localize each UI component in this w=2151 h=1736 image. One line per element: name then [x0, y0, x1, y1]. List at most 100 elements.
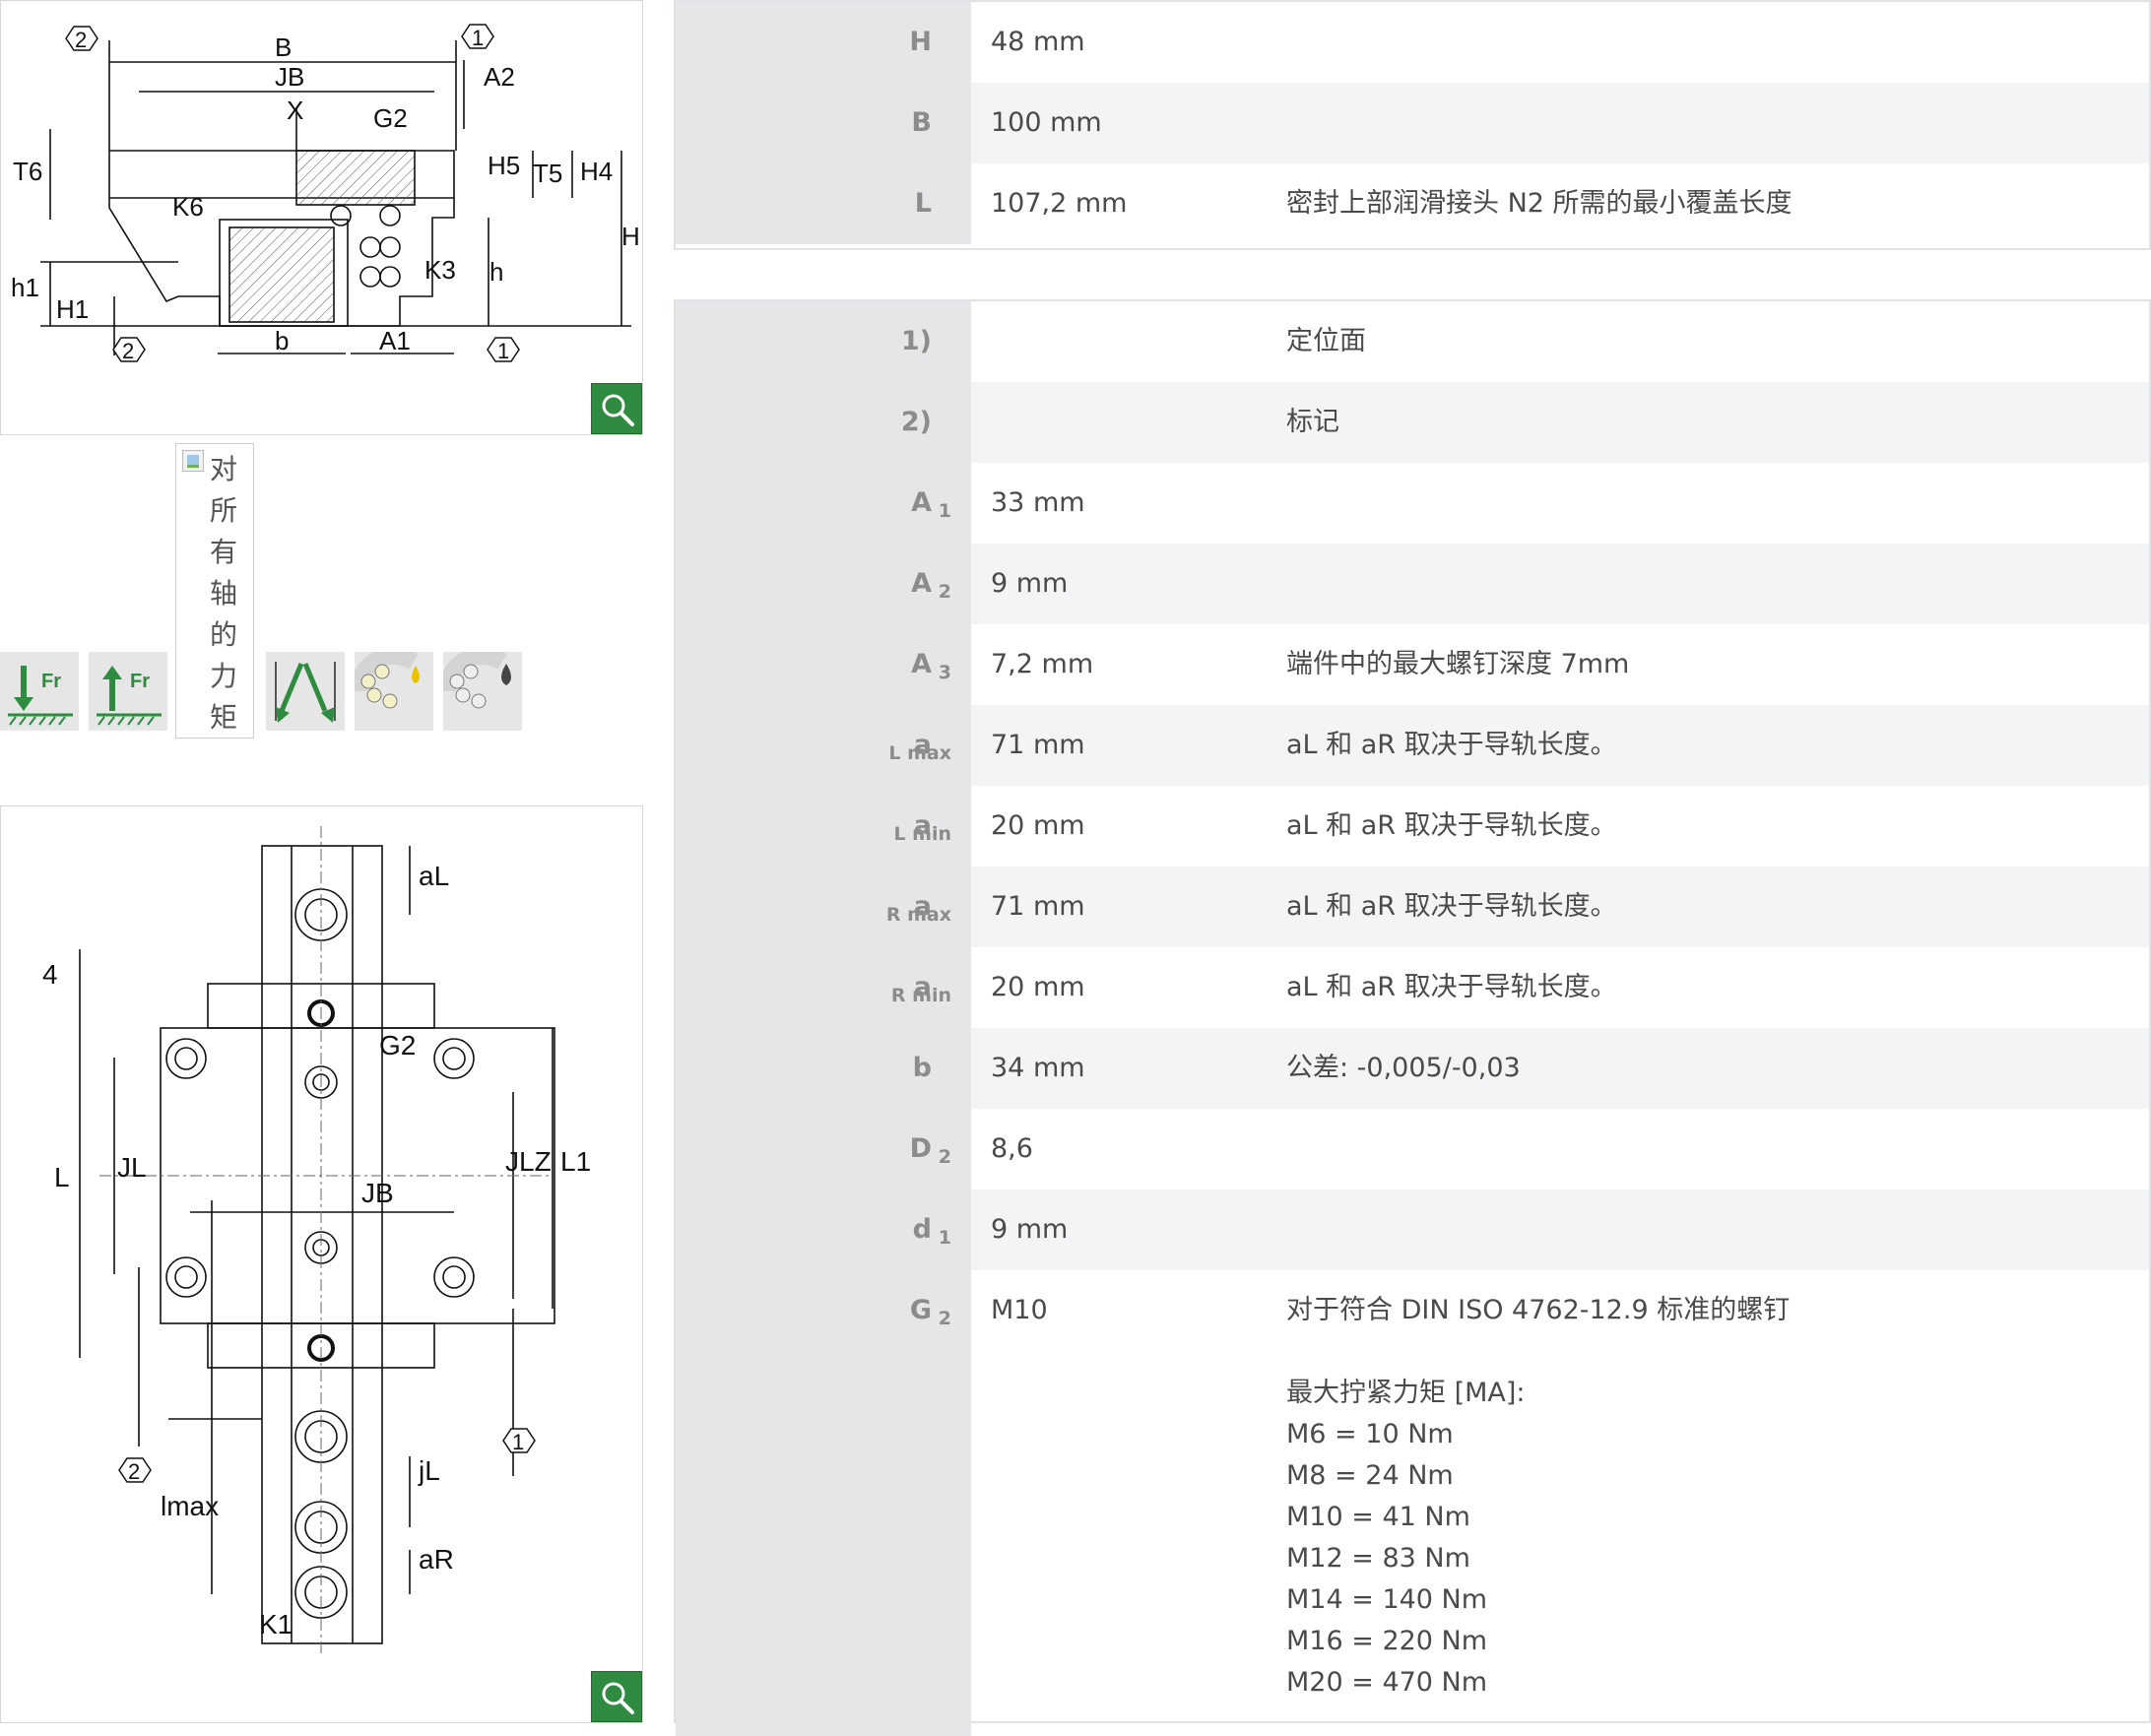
param-value: M10	[991, 1295, 1048, 1325]
param-value: 48 mm	[991, 27, 1085, 57]
label-aR: aR	[419, 1544, 454, 1575]
bearing-oil-icon[interactable]	[355, 652, 433, 731]
param-key-main: a	[913, 891, 932, 922]
marker-1-top: 1	[472, 26, 484, 50]
note-line: M20 = 470 Nm	[1286, 1667, 1488, 1698]
marker-2-bottom: 2	[122, 339, 134, 363]
table-row: 2) 标记	[676, 382, 2149, 463]
param-key-main: A	[911, 649, 932, 679]
param-key-main: H	[909, 27, 932, 57]
zoom-button-top[interactable]	[591, 383, 642, 434]
param-value: 34 mm	[971, 1028, 1267, 1109]
param-key: 2)	[676, 382, 971, 463]
param-value: 20 mm	[991, 972, 1085, 1002]
param-note	[1267, 463, 2149, 544]
label-A1: A1	[379, 326, 411, 355]
label-K6: K6	[172, 192, 204, 222]
param-note	[1267, 83, 2149, 163]
param-value: 9 mm	[971, 1189, 1267, 1270]
param-note: 公差: -0,005/-0,03	[1267, 1028, 2149, 1109]
label-T5: T5	[533, 159, 562, 188]
param-note: 标记	[1267, 382, 2149, 463]
label-JLZ: JLZ	[505, 1146, 552, 1177]
force-down-label: Fr	[41, 671, 61, 692]
moment-image-alt-text: 对所有轴的力矩	[210, 453, 238, 734]
label-4: 4	[42, 959, 58, 990]
param-value: 107,2 mm	[991, 188, 1128, 219]
bearing-grease-icon[interactable]	[443, 652, 522, 731]
param-key: H	[676, 2, 971, 83]
note-line: M8 = 24 Nm	[1286, 1460, 1454, 1491]
param-value: 7,2 mm	[991, 649, 1094, 679]
broken-image-icon	[182, 450, 204, 472]
param-key-main: 1)	[900, 326, 932, 356]
label-X: X	[287, 96, 303, 125]
label-H1: H1	[56, 294, 89, 324]
marker-2-top: 2	[75, 28, 87, 52]
param-key-main: A	[911, 568, 932, 599]
param-value: 33 mm	[991, 487, 1085, 518]
param-key-sub: 2	[938, 1308, 951, 1329]
param-key: L	[676, 163, 971, 244]
label-A2: A2	[484, 62, 515, 92]
label-h: h	[489, 257, 503, 287]
param-key-sub: L max	[888, 742, 951, 764]
param-key-main: b	[912, 1053, 932, 1083]
param-key-sub: 1	[938, 1227, 951, 1249]
marker-1-bottom: 1	[497, 339, 509, 363]
table-row: 1) 定位面	[676, 301, 2149, 382]
label-JL: JL	[117, 1152, 147, 1183]
param-key-main: D	[909, 1133, 932, 1164]
note-line: M12 = 83 Nm	[1286, 1543, 1470, 1574]
param-note: aL 和 aR 取决于导轨长度。	[1267, 705, 2149, 786]
label-JB: JB	[275, 62, 304, 92]
top-view-drawing: aL 4 G2 L JL JLZ L1 JB jL lmax aR K1 1 2	[0, 805, 643, 1723]
note-line: M6 = 10 Nm	[1286, 1419, 1454, 1449]
param-key-sub: 2	[938, 1146, 951, 1168]
param-note	[1267, 544, 2149, 624]
param-value	[971, 382, 1267, 463]
param-key: b	[676, 1028, 971, 1109]
label-L1: L1	[560, 1146, 591, 1177]
note-line	[1286, 1331, 2149, 1373]
param-note	[1267, 1189, 2149, 1270]
label-JB-bottom: JB	[361, 1178, 394, 1208]
param-note: aL 和 aR 取决于导轨长度。	[1286, 810, 1617, 841]
label-H4: H4	[580, 157, 613, 186]
param-key: 1)	[676, 301, 971, 382]
cross-section-drawing: B JB X G2 A2 T6 K6 H5 T5 H4 H K3 h h1 H1…	[0, 0, 643, 435]
label-h1: h1	[11, 273, 39, 302]
note-line: M14 = 140 Nm	[1286, 1584, 1488, 1615]
param-note: 定位面	[1286, 326, 1366, 356]
label-K3: K3	[424, 255, 456, 285]
note-line: M16 = 220 Nm	[1286, 1626, 1488, 1656]
param-value: 71 mm	[971, 867, 1267, 947]
force-up-icon[interactable]: Fr	[89, 652, 167, 731]
zoom-button-bottom[interactable]	[591, 1671, 642, 1722]
param-key-main: d	[912, 1214, 932, 1245]
param-value: 20 mm	[991, 810, 1085, 841]
angled-load-icon[interactable]	[266, 652, 345, 731]
param-key-main: A	[911, 487, 932, 518]
force-down-icon[interactable]: Fr	[0, 652, 79, 731]
label-L: L	[54, 1162, 70, 1192]
label-aL: aL	[419, 861, 449, 891]
param-note	[1267, 1109, 2149, 1189]
